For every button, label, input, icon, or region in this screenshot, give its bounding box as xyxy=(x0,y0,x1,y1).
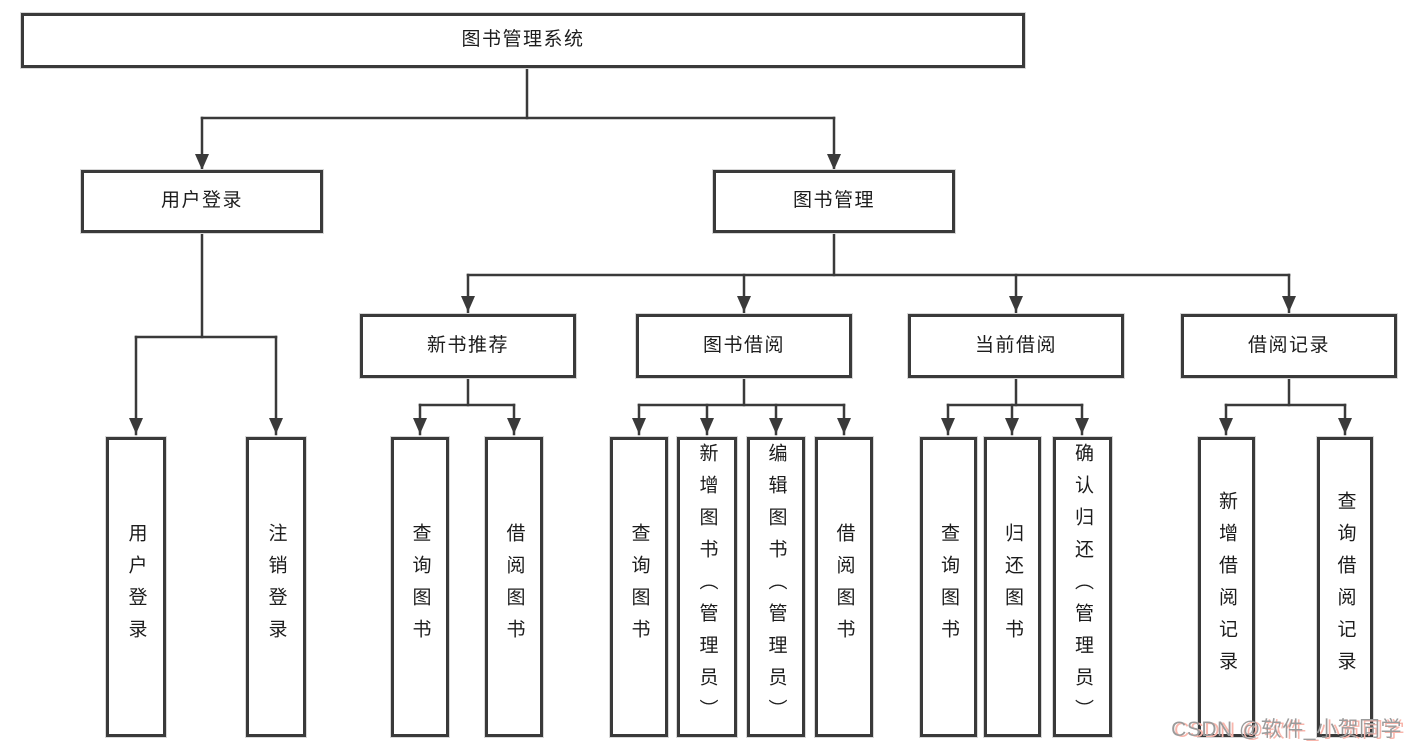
leaf-user-login: 用户登录 xyxy=(106,437,166,737)
node-user-login: 用户登录 xyxy=(81,170,323,233)
leaf-newbook-borrow-books: 借阅图书 xyxy=(485,437,543,737)
connector-current-to-leaves xyxy=(941,375,1089,436)
leaf-current-confirm-return-admin: 确认归还（管理员） xyxy=(1053,437,1112,737)
connector-mgmt-to-level3 xyxy=(461,231,1296,314)
node-new-book-recommend: 新书推荐 xyxy=(360,314,576,378)
leaf-logout: 注销登录 xyxy=(246,437,306,737)
connector-login-to-leaves xyxy=(129,231,283,436)
leaf-newbook-query-books: 查询图书 xyxy=(391,437,449,737)
leaf-borrow-add-books-admin: 新增图书（管理员） xyxy=(677,437,737,737)
connector-root-to-level2 xyxy=(195,66,841,172)
leaf-borrow-query-books: 查询图书 xyxy=(610,437,668,737)
node-book-management: 图书管理 xyxy=(713,170,955,233)
node-book-borrow: 图书借阅 xyxy=(636,314,852,378)
leaf-records-query-record: 查询借阅记录 xyxy=(1317,437,1373,737)
node-system-root: 图书管理系统 xyxy=(21,13,1025,68)
node-borrow-records: 借阅记录 xyxy=(1181,314,1397,378)
connector-borrow-to-leaves xyxy=(632,375,851,436)
leaf-borrow-edit-books-admin: 编辑图书（管理员） xyxy=(747,437,805,737)
leaf-records-add-record: 新增借阅记录 xyxy=(1198,437,1255,737)
connector-newbook-to-leaves xyxy=(413,375,521,436)
leaf-current-return-books: 归还图书 xyxy=(984,437,1041,737)
connector-records-to-leaves xyxy=(1219,375,1352,436)
csdn-watermark: CSDN @软件_小贺同学 xyxy=(1171,718,1402,741)
node-current-borrow: 当前借阅 xyxy=(908,314,1124,378)
leaf-current-query-books: 查询图书 xyxy=(920,437,977,737)
leaf-borrow-borrow-books: 借阅图书 xyxy=(815,437,873,737)
